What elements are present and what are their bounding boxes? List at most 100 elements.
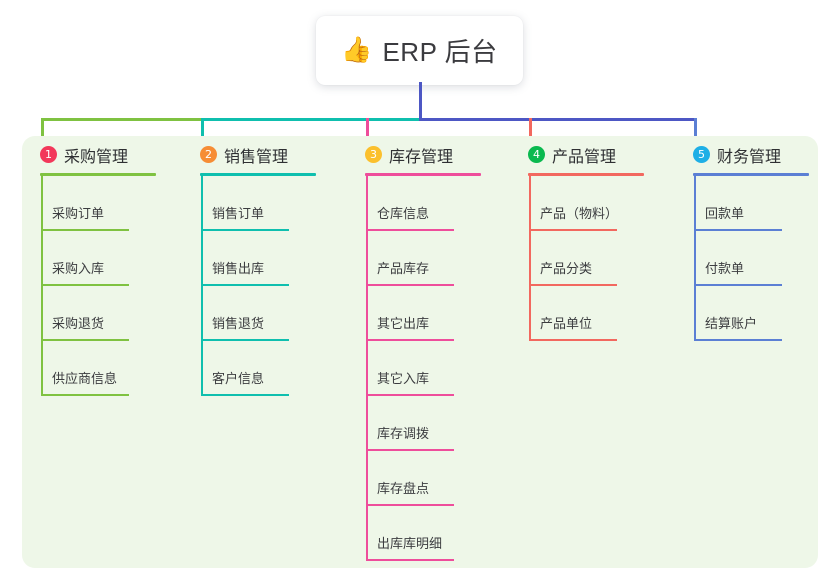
branch-header-2[interactable]: 2 销售管理 [182, 136, 342, 173]
branch-column-销售管理: 2 销售管理销售订单销售出库销售退货客户信息 [182, 136, 342, 396]
branch-number-badge: 4 [528, 146, 545, 163]
branch-number-badge: 5 [693, 146, 710, 163]
branch-item-rule [41, 284, 129, 286]
branch-item-rule [694, 229, 782, 231]
branch-item[interactable]: 采购入库 [22, 231, 182, 286]
branch-header-5[interactable]: 5 财务管理 [675, 136, 835, 173]
branch-item-rule [529, 229, 617, 231]
branch-item[interactable]: 其它入库 [347, 341, 507, 396]
branch-item-rule [366, 284, 454, 286]
branch-number-badge: 3 [365, 146, 382, 163]
branch-item-label: 产品库存 [377, 261, 430, 276]
branch-title: 销售管理 [224, 148, 289, 166]
branch-item[interactable]: 库存调拨 [347, 396, 507, 451]
branch-item-rule [366, 504, 454, 506]
branch-item[interactable]: 产品（物料） [510, 176, 670, 231]
branch-item-rule [694, 339, 782, 341]
branch-item-label: 仓库信息 [377, 206, 430, 221]
branch-item-label: 采购订单 [52, 206, 105, 221]
branch-number-badge: 1 [40, 146, 57, 163]
branch-item-label: 产品单位 [540, 316, 593, 331]
root-title: ERP 后台 [382, 37, 498, 67]
branches-panel: 1 采购管理采购订单采购入库采购退货供应商信息 2 销售管理销售订单销售出库销售退货客… [22, 136, 818, 568]
branch-item[interactable]: 回款单 [675, 176, 835, 231]
branch-spine [366, 176, 368, 561]
branch-spine [201, 176, 203, 396]
branch-item[interactable]: 供应商信息 [22, 341, 182, 396]
connector-drop-1 [41, 118, 44, 138]
branch-item[interactable]: 产品分类 [510, 231, 670, 286]
connector-root-stem [419, 82, 422, 121]
branch-item[interactable]: 销售退货 [182, 286, 342, 341]
branch-item-list: 回款单付款单结算账户 [675, 176, 835, 341]
branch-item[interactable]: 销售出库 [182, 231, 342, 286]
branch-item-label: 采购入库 [52, 261, 105, 276]
branch-spine [41, 176, 43, 396]
branch-item-label: 销售订单 [212, 206, 265, 221]
branch-spine [694, 176, 696, 341]
branch-title: 财务管理 [717, 148, 782, 166]
branch-item-rule [366, 229, 454, 231]
branch-spine [529, 176, 531, 341]
branch-item-rule [41, 394, 129, 396]
branch-title: 库存管理 [389, 148, 454, 166]
branch-item[interactable]: 付款单 [675, 231, 835, 286]
branch-item-list: 采购订单采购入库采购退货供应商信息 [22, 176, 182, 396]
branch-item[interactable]: 出库库明细 [347, 506, 507, 561]
branch-item-label: 回款单 [705, 206, 745, 221]
branch-item-label: 产品（物料） [540, 206, 619, 221]
branch-item-label: 产品分类 [540, 261, 593, 276]
branch-header-3[interactable]: 3 库存管理 [347, 136, 507, 173]
branch-item-label: 其它入库 [377, 371, 430, 386]
branch-item-rule [41, 339, 129, 341]
branch-header-rule [693, 173, 809, 176]
branch-item-rule [366, 559, 454, 561]
branch-item-rule [201, 229, 289, 231]
branch-item-label: 销售出库 [212, 261, 265, 276]
branch-item-label: 供应商信息 [52, 371, 118, 386]
branch-item-rule [41, 229, 129, 231]
branch-item-rule [529, 284, 617, 286]
branch-item-label: 库存盘点 [377, 481, 430, 496]
branch-header-rule [200, 173, 316, 176]
branch-item-label: 客户信息 [212, 371, 265, 386]
branch-item-rule [201, 339, 289, 341]
branch-item-label: 付款单 [705, 261, 745, 276]
branch-header-rule [528, 173, 644, 176]
branch-item-label: 出库库明细 [377, 536, 443, 551]
branch-header-1[interactable]: 1 采购管理 [22, 136, 182, 173]
branch-item[interactable]: 产品单位 [510, 286, 670, 341]
branch-column-采购管理: 1 采购管理采购订单采购入库采购退货供应商信息 [22, 136, 182, 396]
branch-item-rule [694, 284, 782, 286]
branch-header-rule [365, 173, 481, 176]
branch-item[interactable]: 采购订单 [22, 176, 182, 231]
branch-item-label: 其它出库 [377, 316, 430, 331]
branch-title: 采购管理 [64, 148, 129, 166]
branch-item-label: 销售退货 [212, 316, 265, 331]
branch-item-rule [366, 394, 454, 396]
branch-number-badge: 2 [200, 146, 217, 163]
branch-item-label: 库存调拨 [377, 426, 430, 441]
branch-item-list: 产品（物料） 产品分类产品单位 [510, 176, 670, 341]
root-node[interactable]: 👍 ERP 后台 [316, 16, 523, 85]
branch-item[interactable]: 采购退货 [22, 286, 182, 341]
branch-item-list: 仓库信息产品库存其它出库其它入库库存调拨库存盘点出库库明细 [347, 176, 507, 561]
branch-item[interactable]: 产品库存 [347, 231, 507, 286]
connector-drop-2 [201, 118, 204, 138]
branch-item[interactable]: 销售订单 [182, 176, 342, 231]
branch-item[interactable]: 库存盘点 [347, 451, 507, 506]
branch-header-rule [40, 173, 156, 176]
branch-item-rule [201, 284, 289, 286]
branch-item[interactable]: 仓库信息 [347, 176, 507, 231]
connector-bar-right [419, 118, 697, 121]
branch-item[interactable]: 客户信息 [182, 341, 342, 396]
branch-column-财务管理: 5 财务管理回款单付款单结算账户 [675, 136, 835, 341]
branch-column-库存管理: 3 库存管理仓库信息产品库存其它出库其它入库库存调拨库存盘点出库库明细 [347, 136, 507, 561]
branch-item[interactable]: 其它出库 [347, 286, 507, 341]
branch-item[interactable]: 结算账户 [675, 286, 835, 341]
connector-bar-mid [201, 118, 422, 121]
connector-drop-4 [529, 118, 532, 138]
